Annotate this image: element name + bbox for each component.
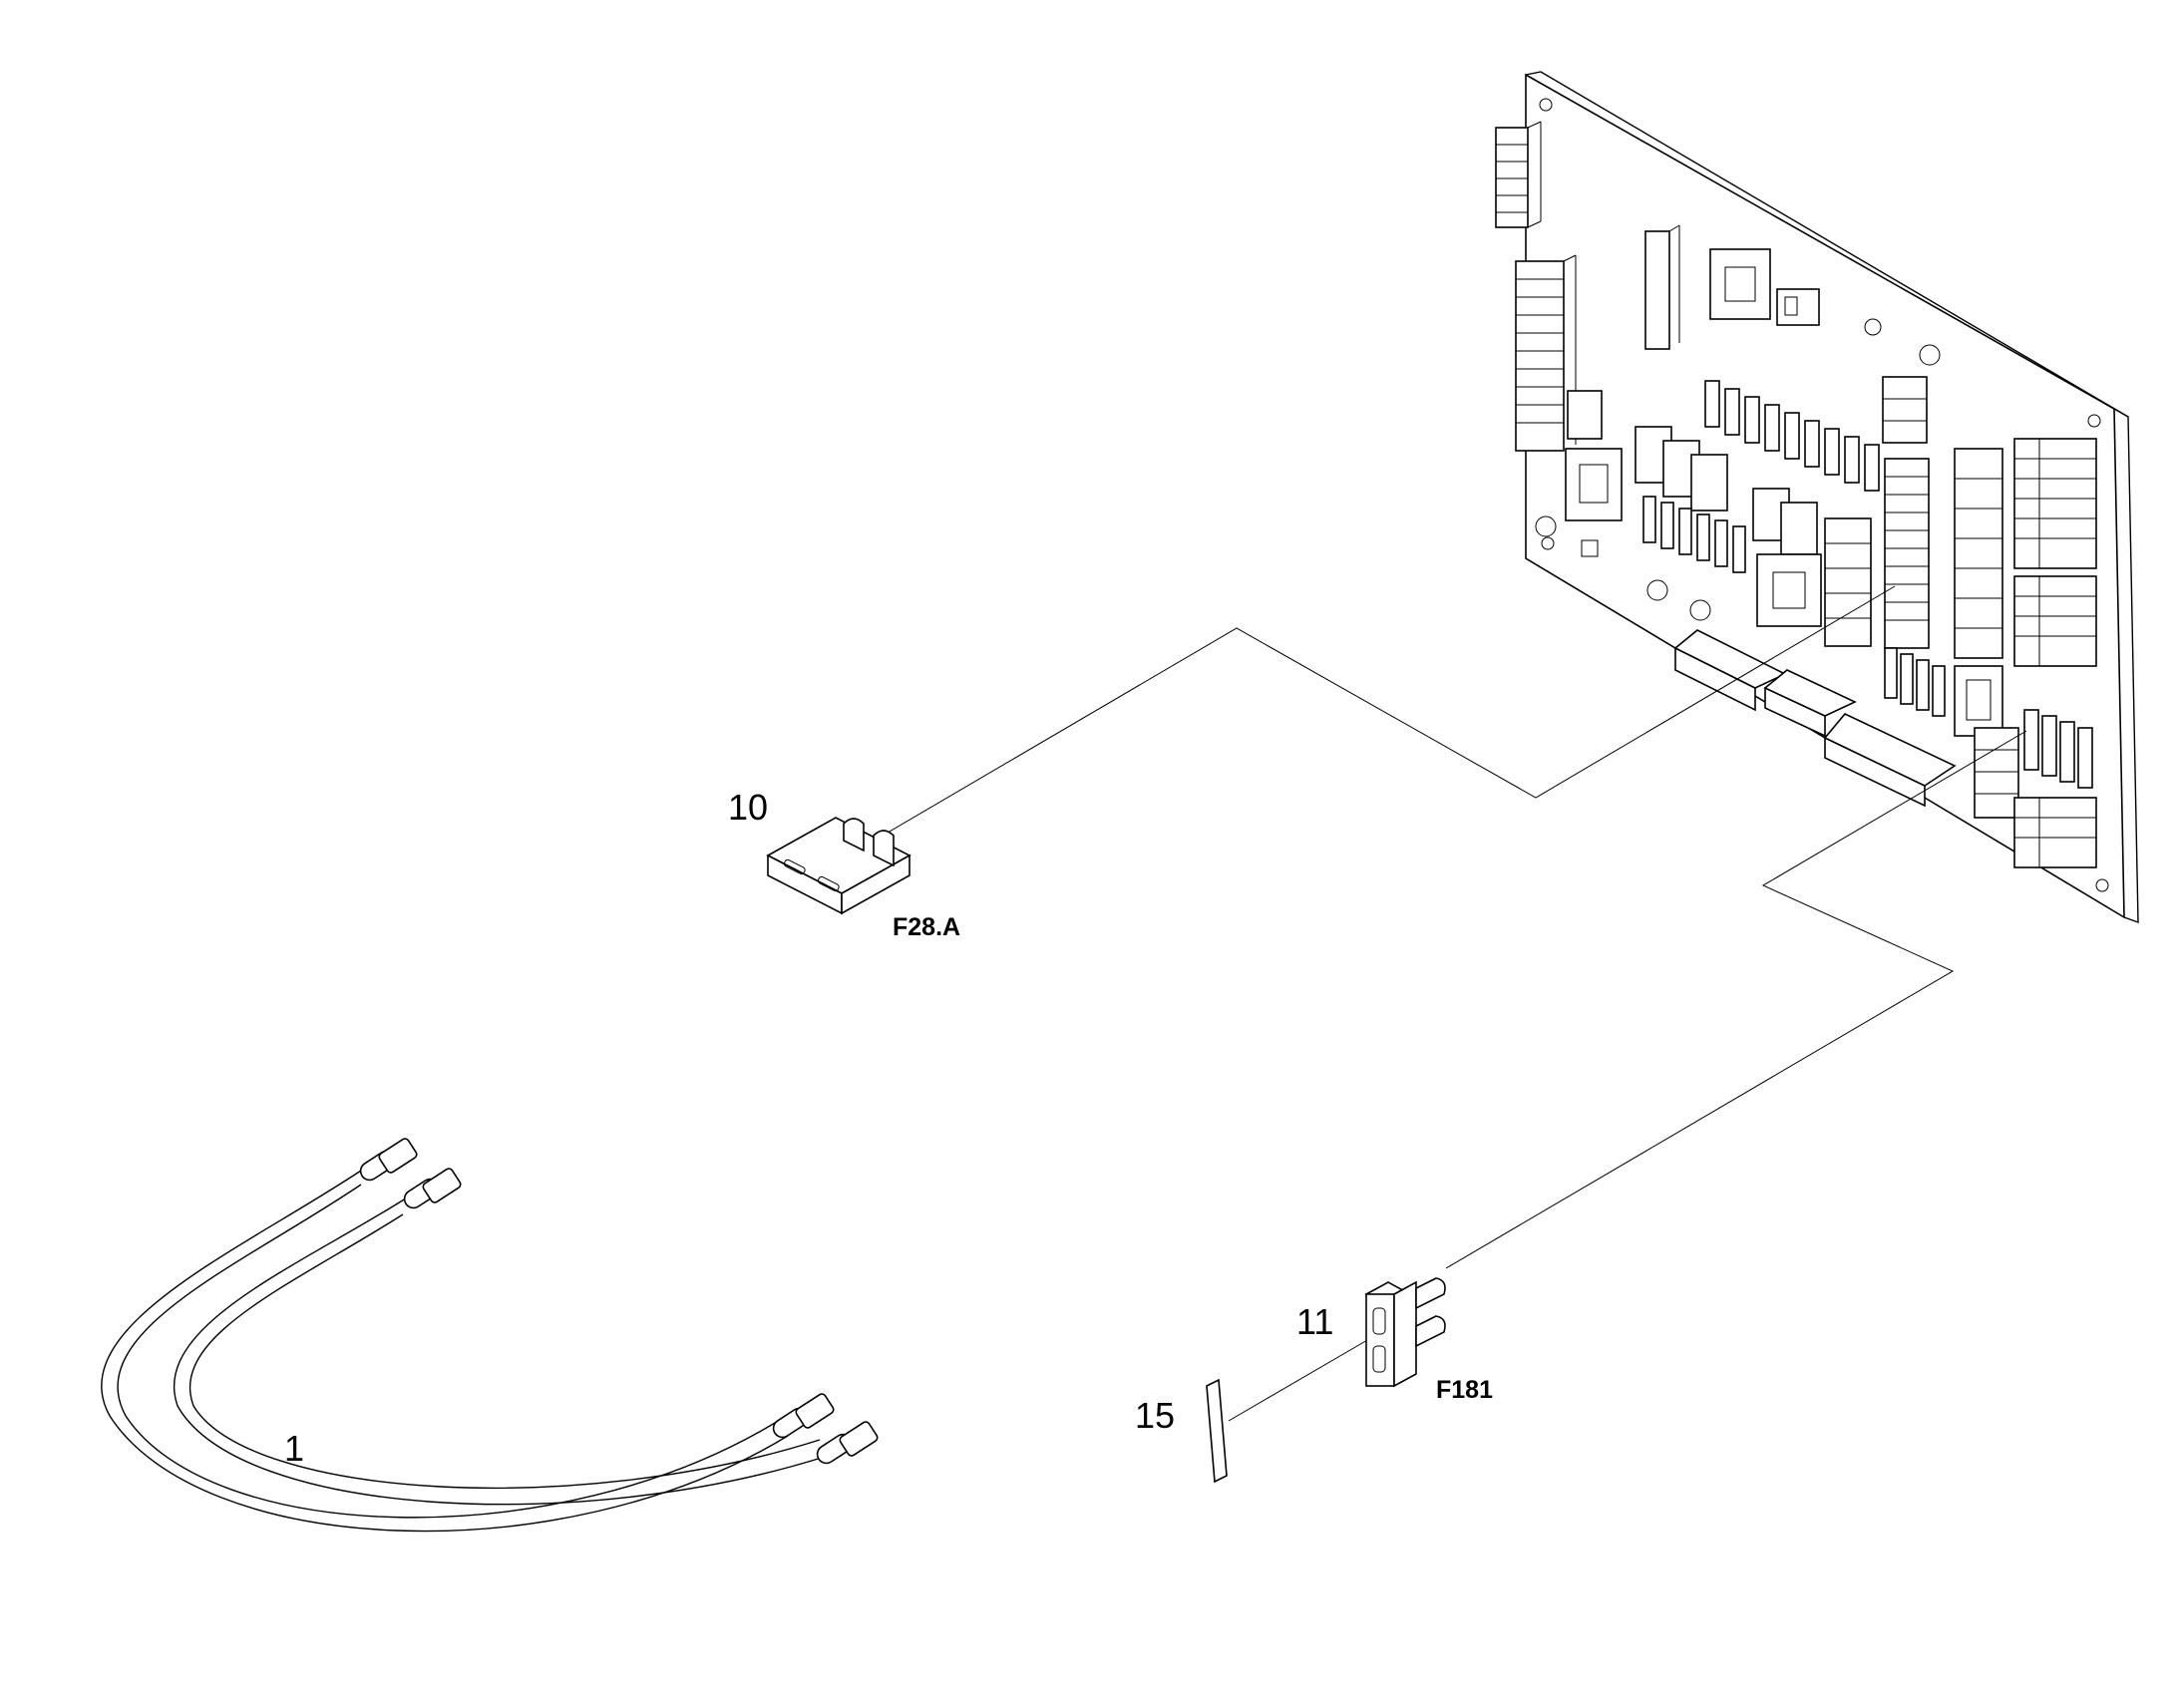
callout-10: 10 [728, 787, 768, 828]
blade-fuse-icon [766, 817, 911, 915]
leader-line-10 [882, 585, 1896, 837]
label-strip-icon [1206, 1378, 1228, 1484]
leader-line-11 [1445, 730, 2027, 1269]
callout-15: 15 [1135, 1395, 1175, 1436]
leader-line-15 [1228, 1335, 1375, 1422]
blade-fuse-icon [1364, 1277, 1446, 1388]
callout-1: 1 [284, 1428, 304, 1469]
fuse-code-f28a: F28.A [893, 913, 960, 941]
fuse-code-f181: F181 [1436, 1376, 1493, 1404]
wire-harness-icon [101, 1138, 879, 1533]
callout-11: 11 [1296, 1301, 1333, 1342]
circuit-board-icon [1495, 71, 2139, 924]
